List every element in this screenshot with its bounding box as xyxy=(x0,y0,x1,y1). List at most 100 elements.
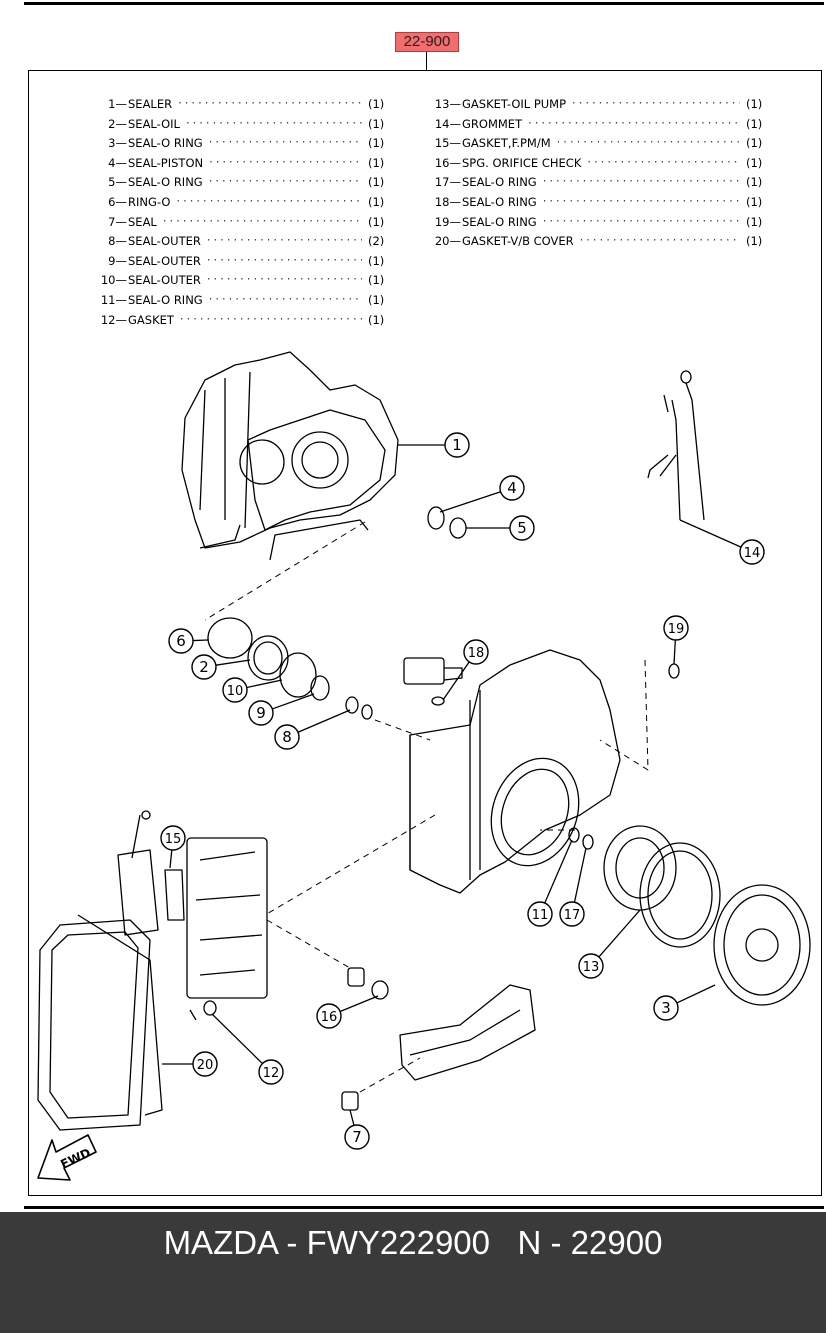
callout-circle xyxy=(663,615,689,641)
valve-body-illustration xyxy=(117,810,268,999)
part-number: 19— xyxy=(434,214,461,229)
callout-leader xyxy=(679,519,742,548)
part-number: 13— xyxy=(434,97,461,111)
part-name: SEAL-O RING xyxy=(128,136,203,151)
callout-5[interactable]: 5 xyxy=(466,515,535,541)
part-row: 1—SEALER································… xyxy=(108,96,398,112)
part-number: 2— xyxy=(108,116,127,131)
callout-number: 12 xyxy=(263,1066,280,1081)
part-name: SEAL-OUTER xyxy=(128,253,201,268)
reference-tag[interactable]: 22-900 xyxy=(395,32,459,52)
part-row: 11—SEAL-O RING··························… xyxy=(101,292,398,308)
dot-leader: ········································… xyxy=(542,194,740,208)
callout-17[interactable]: 17 xyxy=(559,847,587,927)
assembly-lines xyxy=(204,521,649,1093)
callout-14[interactable]: 14 xyxy=(679,519,765,565)
seal-rings xyxy=(189,506,680,1111)
callout-number: 17 xyxy=(564,908,581,923)
dot-leader: ········································… xyxy=(556,135,740,150)
callout-6[interactable]: 6 xyxy=(168,628,209,654)
callout-number: 2 xyxy=(199,658,209,676)
callout-1[interactable]: 1 xyxy=(398,432,470,458)
part-name: GASKET,F.PM/M xyxy=(462,136,551,151)
oil-pan-illustration xyxy=(37,914,163,1131)
callout-circle xyxy=(444,432,470,458)
part-row: 16—SPG. ORIFICE CHECK···················… xyxy=(435,154,776,171)
callout-circle xyxy=(168,628,194,654)
part-quantity: (1) xyxy=(746,214,763,229)
callout-2[interactable]: 2 xyxy=(191,654,251,680)
part-quantity: (2) xyxy=(368,234,385,249)
part-quantity: (1) xyxy=(368,214,385,229)
part-name: GASKET-V/B COVER xyxy=(462,234,574,249)
part-quantity: (1) xyxy=(746,175,763,190)
callout-18[interactable]: 18 xyxy=(442,639,489,701)
part-row: 3—SEAL-O RING ···························… xyxy=(108,135,398,151)
callout-20[interactable]: 20 xyxy=(162,1051,218,1077)
part-row: 14—GROMMET······························… xyxy=(435,116,776,132)
callout-7[interactable]: 7 xyxy=(344,1109,370,1150)
dot-leader: ········································… xyxy=(209,154,362,169)
callout-10[interactable]: 10 xyxy=(222,677,283,703)
part-number: 20— xyxy=(434,234,461,249)
part-row: 7—SEAL··································… xyxy=(108,213,398,230)
part-quantity: (1) xyxy=(746,155,763,170)
dot-leader: ········································… xyxy=(185,115,362,130)
part-name: SEAL-O RING xyxy=(462,195,537,209)
part-quantity: (1) xyxy=(368,312,385,327)
part-number: 5— xyxy=(108,175,127,190)
callout-circle xyxy=(274,724,300,750)
bottom-rule xyxy=(24,1206,824,1209)
callout-4[interactable]: 4 xyxy=(439,475,525,513)
part-name: SEAL-PISTON xyxy=(128,155,204,170)
transmission-body-illustration xyxy=(403,649,621,894)
part-name: SEAL-OUTER xyxy=(128,273,201,288)
callout-15[interactable]: 15 xyxy=(160,825,186,869)
callout-leader xyxy=(573,847,587,903)
callout-leader xyxy=(272,693,315,710)
callout-number: 7 xyxy=(352,1128,362,1146)
callout-11[interactable]: 11 xyxy=(527,839,573,927)
part-name: SPG. ORIFICE CHECK xyxy=(462,155,582,170)
part-quantity: (1) xyxy=(746,116,763,131)
dot-leader: ········································… xyxy=(162,213,362,228)
callout-circle xyxy=(344,1124,370,1150)
callout-number: 14 xyxy=(744,546,761,561)
part-number: 18— xyxy=(434,195,461,209)
part-row: 2—SEAL-OIL······························… xyxy=(108,115,398,132)
footer-bar: MAZDA - FWY222900 N - 22900 xyxy=(0,1212,826,1333)
callout-13[interactable]: 13 xyxy=(578,909,641,979)
part-row: 19—SEAL-O RING··························… xyxy=(435,214,776,230)
callout-number: 19 xyxy=(668,622,685,637)
callout-circle xyxy=(527,901,553,927)
callout-leader xyxy=(673,639,676,665)
callout-circle xyxy=(191,654,217,680)
callout-8[interactable]: 8 xyxy=(274,709,351,750)
part-row: 18—SEAL-O RING ··························… xyxy=(435,194,776,210)
dot-leader: ········································… xyxy=(587,154,740,169)
callout-number: 20 xyxy=(197,1058,214,1073)
callout-number: 5 xyxy=(517,519,527,537)
dipstick-illustration xyxy=(647,370,705,521)
part-row: 12—GASKET·······························… xyxy=(101,312,398,328)
callout-number: 18 xyxy=(468,646,485,661)
part-name: GASKET xyxy=(128,312,174,327)
callout-circle xyxy=(653,995,679,1021)
callout-circle xyxy=(258,1059,284,1085)
callout-12[interactable]: 12 xyxy=(211,1013,284,1085)
fwd-arrow-icon xyxy=(37,1134,97,1181)
dot-leader: ········································… xyxy=(208,135,362,150)
fwd-label: FWD xyxy=(58,1146,92,1172)
callout-number: 10 xyxy=(227,684,244,699)
callout-19[interactable]: 19 xyxy=(663,615,689,665)
callout-16[interactable]: 16 xyxy=(316,995,379,1029)
callout-9[interactable]: 9 xyxy=(248,693,315,726)
oil-pump-illustration xyxy=(603,825,811,1006)
callout-3[interactable]: 3 xyxy=(653,984,716,1021)
part-name: SEAL xyxy=(128,214,157,229)
callout-circle xyxy=(248,700,274,726)
part-name: SEALER xyxy=(128,97,173,111)
top-rule xyxy=(24,2,824,5)
part-number: 3— xyxy=(108,136,127,151)
